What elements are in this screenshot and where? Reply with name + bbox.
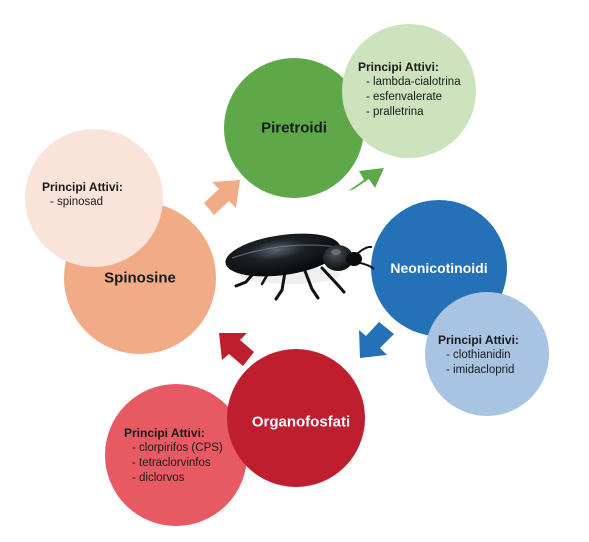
- organofosfati-detail-heading: Principi Attivi:: [124, 426, 205, 440]
- organofosfati-circle: [227, 349, 365, 487]
- list-item: clorpirifos (CPS): [124, 441, 223, 456]
- list-item: tetraclorvinfos: [124, 456, 223, 471]
- list-item: pralletrina: [358, 105, 461, 120]
- arrow-spinosine-to-piretroidi: [204, 180, 240, 215]
- arrow-piretroidi-to-neonicotinoidi: [348, 168, 384, 191]
- piretroidi-circle: [224, 58, 364, 198]
- beetle-icon: [225, 233, 375, 301]
- neonicotinoidi-detail-heading: Principi Attivi:: [438, 333, 519, 347]
- piretroidi-title: Piretroidi: [261, 119, 327, 137]
- arrow-neonicotinoidi-to-organofosfati: [359, 322, 394, 358]
- spinosine-title: Spinosine: [104, 269, 176, 287]
- piretroidi-detail-heading: Principi Attivi:: [358, 60, 439, 74]
- organofosfati-title: Organofosfati: [251, 413, 351, 431]
- spinosine-detail: Principi Attivi: spinosad: [42, 180, 123, 210]
- list-item: spinosad: [42, 195, 123, 210]
- neonicotinoidi-title: Neonicotinoidi: [390, 260, 488, 276]
- arrow-organofosfati-to-spinosine: [219, 333, 254, 366]
- organofosfati-detail: Principi Attivi: clorpirifos (CPS) tetra…: [124, 426, 223, 486]
- neonicotinoidi-detail: Principi Attivi: clothianidin imidaclopr…: [438, 333, 519, 378]
- spinosine-detail-heading: Principi Attivi:: [42, 180, 123, 194]
- piretroidi-detail: Principi Attivi: lambda-cialotrina esfen…: [358, 60, 461, 120]
- list-item: imidacloprid: [438, 363, 519, 378]
- list-item: clothianidin: [438, 348, 519, 363]
- list-item: lambda-cialotrina: [358, 75, 461, 90]
- list-item: diclorvos: [124, 471, 223, 486]
- list-item: esfenvalerate: [358, 90, 461, 105]
